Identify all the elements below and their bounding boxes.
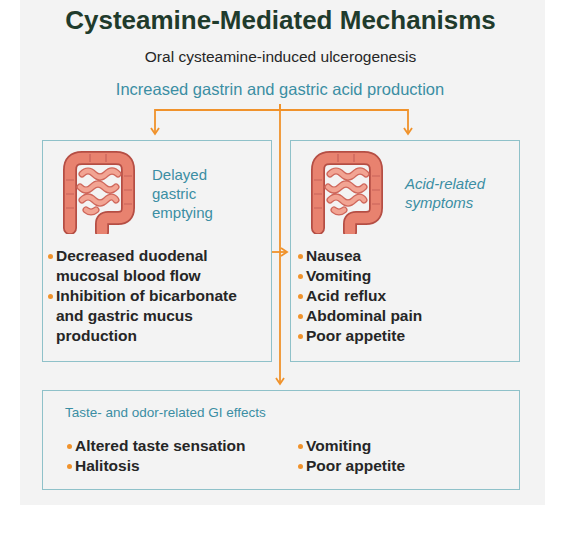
bullet-item: Vomiting — [306, 266, 511, 286]
bullet-text: Abdominal pain — [306, 307, 422, 324]
bullet-text: Nausea — [306, 247, 361, 264]
bullet-dot — [298, 254, 303, 259]
bullet-text: Halitosis — [75, 457, 140, 474]
flow-arrow — [155, 104, 280, 134]
bullet-item: Acid reflux — [306, 286, 511, 306]
bullet-item: Vomiting — [306, 436, 506, 456]
bullet-text: Vomiting — [306, 437, 371, 454]
bullet-item: Inhibition of bicarbonate and gastric mu… — [56, 286, 268, 346]
bullet-item: Nausea — [306, 246, 511, 266]
source-text-node: Increased gastrin and gastric acid produ… — [60, 78, 500, 102]
source-text: Increased gastrin and gastric acid produ… — [60, 78, 500, 100]
bullet-dot — [298, 274, 303, 279]
bullet-item: Poor appetite — [306, 326, 511, 346]
bullet-item: Altered taste sensation — [75, 436, 285, 456]
bullet-dot — [67, 444, 72, 449]
bullet-text: Vomiting — [306, 267, 371, 284]
intestine-illustration — [66, 154, 132, 232]
bullet-dot — [298, 464, 303, 469]
bullet-dot — [67, 464, 72, 469]
bullet-text: Poor appetite — [306, 327, 405, 344]
bullet-dot — [298, 444, 303, 449]
box-heading: Acid-related symptoms — [405, 174, 505, 212]
bullet-item: Abdominal pain — [306, 306, 511, 326]
bullet-dot — [48, 294, 53, 299]
symptom-box: Acid-related symptomsNauseaVomitingAcid … — [290, 140, 520, 362]
bullet-list: Altered taste sensationHalitosis — [75, 436, 285, 476]
effects-box: Taste- and odor-related GI effectsAltere… — [42, 390, 520, 490]
diagram-title: Cysteamine-Mediated Mechanisms — [0, 4, 561, 36]
bullet-text: Decreased duodenal mucosal blood flow — [56, 247, 208, 284]
flow-arrow — [279, 104, 281, 384]
bullet-list: NauseaVomitingAcid refluxAbdominal painP… — [306, 246, 511, 346]
box-heading: Delayed gastric emptying — [152, 165, 234, 222]
bullet-text: Acid reflux — [306, 287, 386, 304]
bullet-dot — [298, 294, 303, 299]
bullet-text: Poor appetite — [306, 457, 405, 474]
bullet-text: Altered taste sensation — [75, 437, 246, 454]
bullet-list: VomitingPoor appetite — [306, 436, 506, 476]
bullet-dot — [298, 314, 303, 319]
bullet-dot — [298, 334, 303, 339]
bullet-item: Poor appetite — [306, 456, 506, 476]
bullet-list: Decreased duodenal mucosal blood flowInh… — [56, 246, 268, 346]
bullet-text: Inhibition of bicarbonate and gastric mu… — [56, 287, 237, 344]
mechanism-box: Delayed gastric emptyingDecreased duoden… — [42, 140, 272, 362]
box-heading: Taste- and odor-related GI effects — [65, 404, 495, 422]
bullet-dot — [48, 254, 53, 259]
flow-arrow — [280, 104, 408, 134]
intestine-illustration — [314, 154, 380, 232]
subtitle-label: Oral cysteamine-induced ulcerogenesis — [0, 47, 561, 67]
flow-arrow — [272, 251, 287, 253]
bullet-item: Halitosis — [75, 456, 285, 476]
bullet-item: Decreased duodenal mucosal blood flow — [56, 246, 268, 286]
